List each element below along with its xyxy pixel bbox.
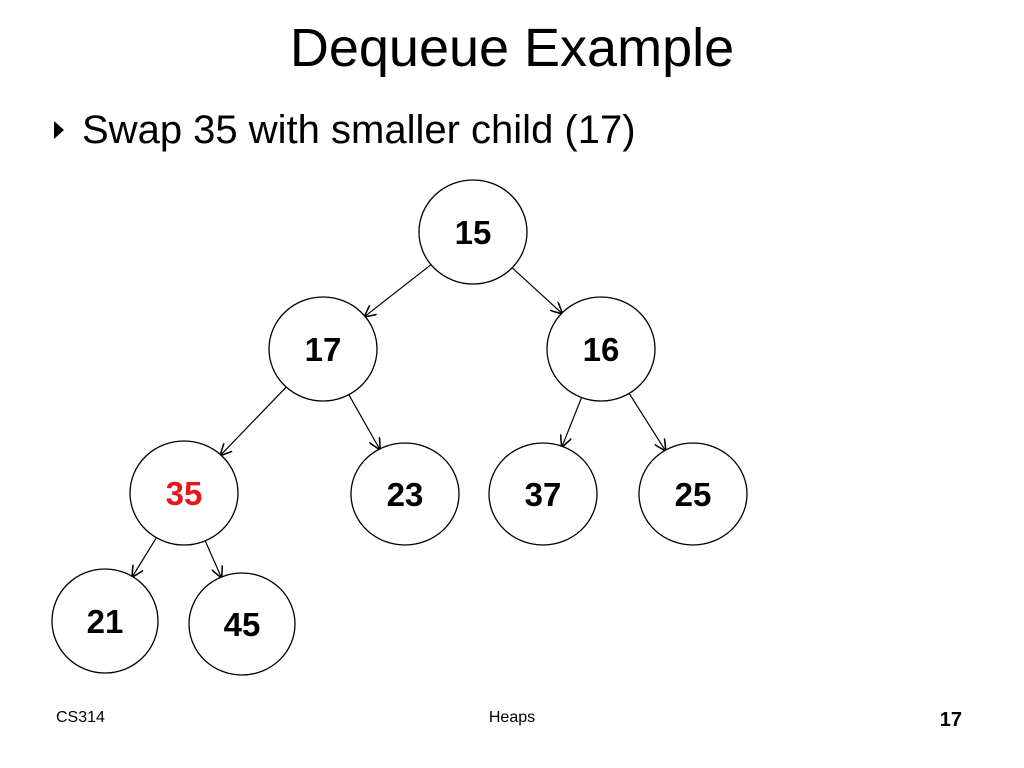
edge-17-to-23 bbox=[348, 394, 380, 449]
node-circle bbox=[188, 572, 296, 676]
heap-node-35: 35 bbox=[129, 440, 239, 546]
node-label: 35 bbox=[166, 475, 203, 512]
footer-course: CS314 bbox=[56, 709, 105, 726]
node-label: 25 bbox=[675, 476, 712, 513]
node-label: 23 bbox=[387, 476, 424, 513]
node-circle bbox=[546, 296, 656, 402]
edge-35-to-45 bbox=[204, 540, 221, 577]
edge-15-to-17 bbox=[365, 264, 432, 317]
bullet-point: Swap 35 with smaller child (17) bbox=[52, 104, 636, 156]
node-label: 45 bbox=[224, 606, 261, 643]
edge-35-to-21 bbox=[133, 537, 157, 577]
heap-node-17: 17 bbox=[268, 296, 378, 402]
node-label: 37 bbox=[525, 476, 562, 513]
node-circle bbox=[638, 442, 748, 546]
edge-15-to-16 bbox=[511, 267, 562, 313]
node-label: 15 bbox=[455, 214, 492, 251]
heap-node-37: 37 bbox=[488, 442, 598, 546]
node-label: 17 bbox=[305, 331, 342, 368]
node-circle bbox=[51, 568, 159, 674]
heap-node-25: 25 bbox=[638, 442, 748, 546]
node-label: 21 bbox=[87, 603, 124, 640]
heap-node-21: 21 bbox=[51, 568, 159, 674]
heap-node-23: 23 bbox=[350, 442, 460, 546]
triangle-bullet-icon bbox=[54, 121, 64, 139]
slide-title: Dequeue Example bbox=[289, 18, 735, 78]
node-circle bbox=[488, 442, 598, 546]
heap-node-45: 45 bbox=[188, 572, 296, 676]
node-circle bbox=[268, 296, 378, 402]
nodes-layer: 15 17 16 35 23 37 25 21 45 bbox=[51, 179, 748, 676]
node-circle bbox=[418, 179, 528, 285]
edge-16-to-37 bbox=[562, 397, 583, 447]
node-label: 16 bbox=[583, 331, 620, 368]
heap-node-15: 15 bbox=[418, 179, 528, 285]
node-circle bbox=[350, 442, 460, 546]
edge-16-to-25 bbox=[628, 393, 665, 450]
bullet-text: Swap 35 with smaller child (17) bbox=[82, 108, 636, 152]
node-circle bbox=[129, 440, 239, 546]
footer-page-number: 17 bbox=[939, 709, 962, 731]
footer-topic: Heaps bbox=[488, 709, 536, 726]
heap-node-16: 16 bbox=[546, 296, 656, 402]
edge-17-to-35 bbox=[221, 386, 287, 455]
edges-layer bbox=[133, 264, 666, 577]
